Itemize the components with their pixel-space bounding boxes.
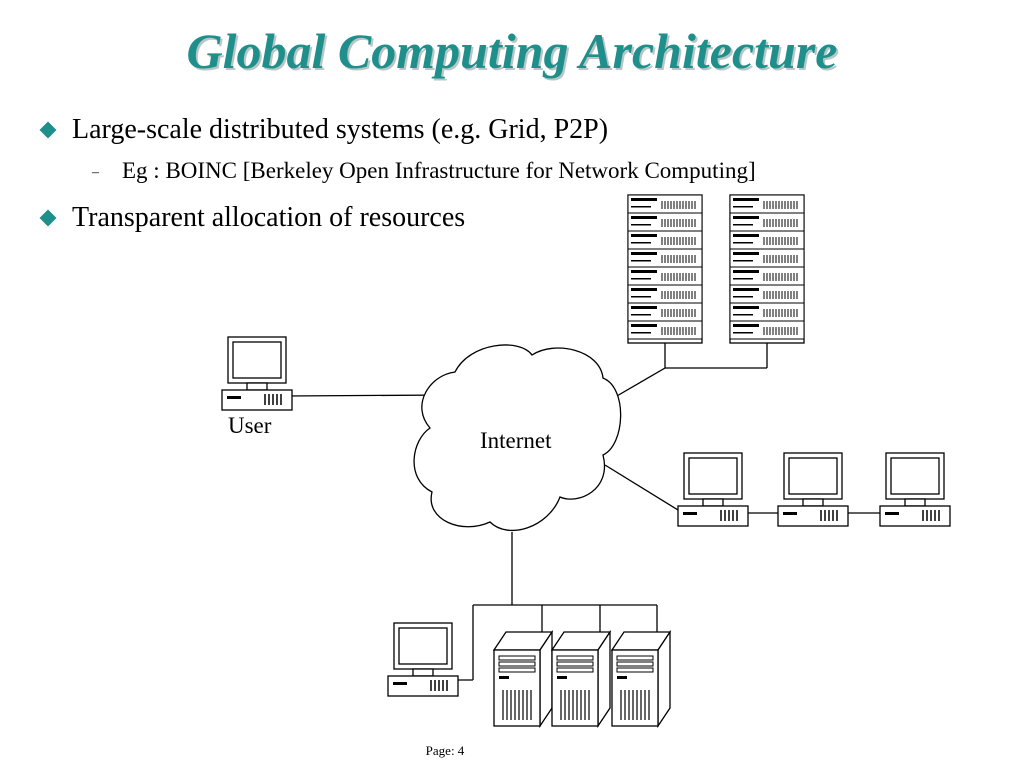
link-internet-racks bbox=[609, 343, 666, 401]
internet-label: Internet bbox=[480, 428, 552, 453]
workstation-icon bbox=[677, 452, 749, 527]
cluster-computer-icon bbox=[387, 622, 459, 697]
tower-server-icon bbox=[493, 631, 553, 727]
dash-marker: – bbox=[92, 164, 99, 180]
internet-cloud-icon bbox=[413, 344, 622, 531]
bullet-text: Large-scale distributed systems (e.g. Gr… bbox=[72, 114, 609, 145]
rack-server-icon bbox=[729, 194, 805, 344]
workstation-icon bbox=[777, 452, 849, 527]
slide-title: Global Computing Architecture bbox=[186, 23, 838, 79]
bullet-text: Transparent allocation of resources bbox=[72, 202, 466, 233]
tower-server-icon bbox=[551, 631, 611, 727]
tower-server-icon bbox=[611, 631, 671, 727]
sub-bullet-text: Eg : BOINC [Berkeley Open Infrastructure… bbox=[122, 158, 756, 183]
sub-bullet-item: – Eg : BOINC [Berkeley Open Infrastructur… bbox=[92, 158, 756, 184]
workstation-icon bbox=[879, 452, 951, 527]
rack-server-icon bbox=[627, 194, 703, 344]
user-label: User bbox=[228, 413, 272, 438]
bullet-item: Large-scale distributed systems (e.g. Gr… bbox=[39, 114, 609, 146]
link-user-internet bbox=[285, 394, 449, 397]
page-number: Page: 4 bbox=[425, 743, 465, 758]
user-computer-icon bbox=[221, 336, 293, 411]
bullet-item: Transparent allocation of resources bbox=[39, 202, 466, 234]
link-internet-workstations bbox=[604, 464, 679, 511]
